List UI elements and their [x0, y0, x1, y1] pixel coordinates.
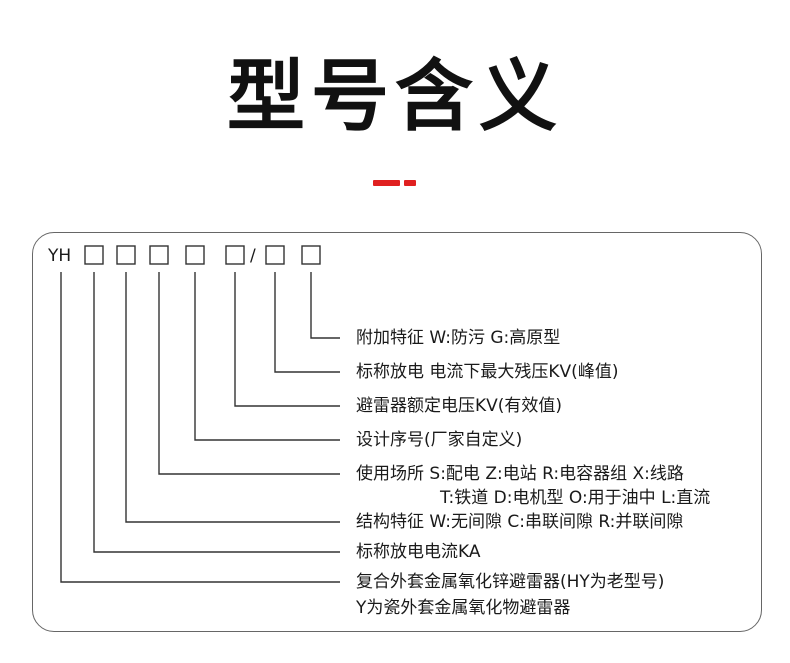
model-code-prefix: YH: [48, 246, 72, 266]
field-label-design-number: 设计序号(厂家自定义): [356, 430, 523, 450]
leader-field-3: [234, 272, 340, 407]
model-code-slash: /: [250, 246, 256, 266]
leader-field-4: [194, 272, 340, 441]
field-sublabel-type: Y为瓷外套金属氧化物避雷器: [356, 598, 571, 618]
code-box-6: [265, 245, 285, 265]
leader-field-1: [310, 272, 340, 339]
leader-field-5: [158, 272, 340, 475]
field-label-residual-voltage: 标称放电 电流下最大残压KV(峰值): [356, 362, 619, 382]
field-label-additional: 附加特征 W:防污 G:高原型: [356, 328, 561, 348]
leader-lines: [60, 272, 340, 583]
leader-field-6: [125, 272, 340, 523]
field-label-rated-voltage: 避雷器额定电压KV(有效值): [356, 396, 563, 416]
title-accent-bar-long: [373, 180, 400, 186]
page-title: 型号含义: [226, 52, 563, 142]
code-box-3: [149, 245, 169, 265]
diagram-card: [32, 232, 762, 632]
placeholder-boxes: [84, 245, 321, 265]
code-box-5: [225, 245, 245, 265]
field-sublabel-usage: T:铁道 D:电机型 O:用于油中 L:直流: [440, 488, 711, 508]
field-label-type: 复合外套金属氧化锌避雷器(HY为老型号): [356, 572, 665, 592]
field-label-usage: 使用场所 S:配电 Z:电站 R:电容器组 X:线路: [356, 464, 684, 484]
code-box-4: [185, 245, 205, 265]
title-accent-bar-short: [404, 180, 416, 186]
field-label-structure: 结构特征 W:无间隙 C:串联间隙 R:并联间隙: [356, 512, 684, 532]
leader-field-2: [274, 272, 340, 373]
leader-field-8: [60, 272, 340, 583]
code-box-1: [84, 245, 104, 265]
code-box-7: [301, 245, 321, 265]
code-box-2: [116, 245, 136, 265]
field-label-discharge-current: 标称放电电流KA: [356, 542, 481, 562]
leader-field-7: [93, 272, 340, 553]
